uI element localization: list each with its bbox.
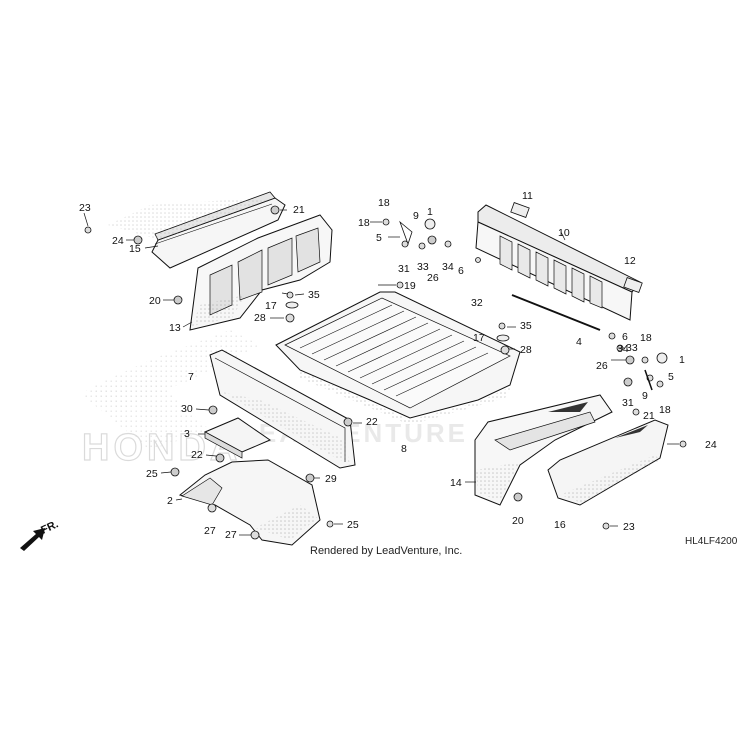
- callout-30: 30: [181, 403, 193, 415]
- callout-12: 12: [624, 255, 636, 267]
- callout-20-b: 20: [512, 515, 524, 527]
- callout-27-b: 27: [225, 529, 237, 541]
- callout-27-a: 27: [204, 525, 216, 537]
- callout-18-b: 18: [358, 217, 370, 229]
- callout-18-d: 18: [659, 404, 671, 416]
- callout-1-a: 1: [427, 206, 433, 218]
- callout-17-a: 17: [265, 300, 277, 312]
- callout-34-a: 34: [442, 261, 454, 273]
- front-direction-arrow-icon: FR.: [20, 518, 60, 551]
- callout-14: 14: [450, 477, 462, 489]
- callout-labels: 23 24 21 15 20 13 17 35 28 18 18 9 1 5 3…: [79, 190, 717, 541]
- callout-16: 16: [554, 519, 566, 531]
- callout-25-a: 25: [146, 468, 158, 480]
- callout-26-b: 26: [596, 360, 608, 372]
- callout-21-a: 21: [293, 204, 305, 216]
- part-13-side-panel: [189, 214, 333, 331]
- callout-6-a: 6: [458, 265, 464, 277]
- part-15-panel: [108, 191, 286, 269]
- callout-19: 19: [404, 280, 416, 292]
- callout-23-b: 23: [623, 521, 635, 533]
- callout-15: 15: [129, 243, 141, 255]
- callout-18-a: 18: [378, 197, 390, 209]
- callout-leaders: [83, 209, 679, 536]
- part-8-bed-floor: [275, 291, 521, 425]
- callout-8: 8: [401, 443, 407, 455]
- callout-1-b: 1: [679, 354, 685, 366]
- callout-29: 29: [325, 473, 337, 485]
- callout-5-a: 5: [376, 232, 382, 244]
- callout-31-b: 31: [622, 397, 634, 409]
- callout-28-a: 28: [254, 312, 266, 324]
- callout-35-b: 35: [520, 320, 532, 332]
- callout-24-a: 24: [112, 235, 124, 247]
- callout-24-b: 24: [705, 439, 717, 451]
- callout-6-b: 6: [622, 331, 628, 343]
- callout-18-c: 18: [640, 332, 652, 344]
- callout-33-a: 33: [417, 261, 429, 273]
- part-4-rod: [511, 294, 601, 331]
- diagram-code: HL4LF4200: [685, 536, 738, 547]
- callout-28-b: 28: [520, 344, 532, 356]
- part-hardware: [84, 202, 687, 540]
- callout-9-a: 9: [413, 210, 419, 222]
- part-7-rail: [209, 349, 356, 469]
- callout-35-a: 35: [308, 289, 320, 301]
- part-3-bracket: [203, 417, 272, 459]
- callout-4: 4: [576, 336, 582, 348]
- callout-10: 10: [558, 227, 570, 239]
- callout-3: 3: [184, 428, 190, 440]
- callout-22-b: 22: [191, 449, 203, 461]
- callout-5-b: 5: [668, 371, 674, 383]
- callout-7: 7: [188, 371, 194, 383]
- footer-credit: Rendered by LeadVenture, Inc.: [310, 545, 463, 557]
- callout-21-b: 21: [643, 410, 655, 422]
- callout-11: 11: [522, 190, 533, 202]
- callout-25-b: 25: [347, 519, 359, 531]
- callout-26-a: 26: [427, 272, 439, 284]
- callout-34-b: 34: [617, 343, 629, 355]
- callout-20-a: 20: [149, 295, 161, 307]
- direction-label: FR.: [39, 518, 60, 536]
- callout-32: 32: [471, 297, 483, 309]
- callout-9-b: 9: [642, 390, 648, 402]
- callout-22-a: 22: [366, 416, 378, 428]
- callout-17-b: 17: [473, 332, 485, 344]
- part-2-lower-fender: [178, 459, 321, 546]
- callout-2: 2: [167, 495, 173, 507]
- callout-23-a: 23: [79, 202, 91, 214]
- part-14-side-panel: [474, 394, 613, 506]
- callout-31-a: 31: [398, 263, 410, 275]
- callout-13: 13: [169, 322, 181, 334]
- callout-33-b: 33: [626, 342, 638, 354]
- part-10-tailgate: [475, 204, 641, 321]
- part-16-lower-panel: [547, 419, 669, 506]
